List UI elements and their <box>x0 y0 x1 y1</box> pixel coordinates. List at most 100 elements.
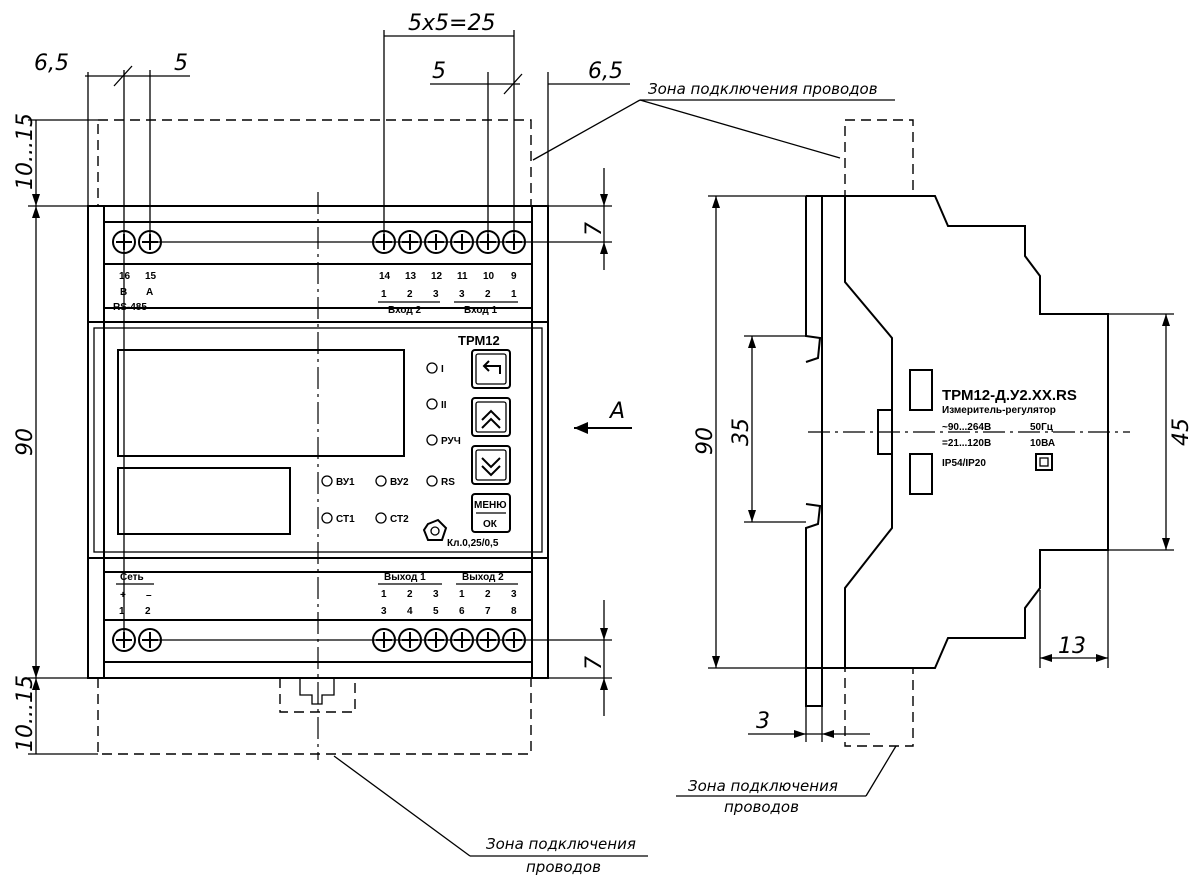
return-icon <box>482 360 501 374</box>
bottom-wire-zone <box>97 677 532 755</box>
terminal-sublabel: 2 <box>407 289 413 300</box>
up-button[interactable] <box>471 397 511 437</box>
side-label-ac: ~90...264В <box>942 422 991 433</box>
side-zone-note-line1: Зона подключения <box>688 777 838 795</box>
terminal-number: 16 <box>119 271 131 282</box>
double-down-icon <box>481 457 501 477</box>
terminal-sublabel: 3 <box>433 289 439 300</box>
svg-text:1: 1 <box>459 589 465 600</box>
dim-height: 90 <box>13 428 38 456</box>
side-dim-thickness: 3 <box>756 709 770 734</box>
zone-note-top: Зона подключения проводов <box>648 80 878 98</box>
double-insulation-icon <box>1035 453 1053 471</box>
svg-text:5: 5 <box>433 606 439 617</box>
side-top-wire-zone <box>844 119 914 197</box>
power-plus: + <box>120 590 126 601</box>
terminal-number: 12 <box>431 271 443 282</box>
dim-top-clearance: 7 <box>582 222 607 236</box>
svg-text:1: 1 <box>381 589 387 600</box>
dim-right-pitch: 6,5 <box>588 59 623 84</box>
terminal-number: 13 <box>405 271 417 282</box>
double-up-icon <box>481 409 501 429</box>
side-view: Зона подключения проводов ТРМ12-Д.У2.XX.… <box>648 80 1194 816</box>
terminal-sublabel: 3 <box>459 289 465 300</box>
terminal-number: 15 <box>145 271 157 282</box>
certification-mark-icon <box>422 518 448 541</box>
led-label-st2: СТ2 <box>390 514 409 525</box>
led-label-vu2: ВУ2 <box>390 477 409 488</box>
dim-bottom-clearance: 7 <box>582 656 607 670</box>
dim-top-span: 5x5=25 <box>408 11 495 36</box>
menu-ok-button[interactable]: МЕНЮ ОК <box>471 493 511 533</box>
upper-display <box>117 349 405 457</box>
front-view: 16 15 14 13 12 11 10 9 B A 1 2 3 3 2 1 R… <box>13 11 895 876</box>
zone-note-bottom-line1: Зона подключения <box>486 835 636 853</box>
input2-label: Вход 2 <box>388 305 422 316</box>
terminal-sublabel: A <box>146 287 153 298</box>
rs485-label: RS-485 <box>113 302 147 313</box>
power-label: Сеть <box>120 572 144 583</box>
terminal-number: 9 <box>511 271 517 282</box>
side-dim-height: 90 <box>693 427 718 455</box>
output1-label: Выход 1 <box>384 572 426 583</box>
output2-label: Выход 2 <box>462 572 504 583</box>
svg-text:2: 2 <box>407 589 413 600</box>
terminal-sublabel: 1 <box>511 289 517 300</box>
dim-bottom-zone: 10...15 <box>13 675 38 752</box>
side-dim-rail: 35 <box>729 418 754 446</box>
model-label: ТРМ12 <box>458 333 500 348</box>
terminal-sublabel: 2 <box>485 289 491 300</box>
led-label-vu1: ВУ1 <box>336 477 355 488</box>
output-sublabels: 1 2 3 1 2 3 <box>381 589 517 600</box>
side-zone-note-line2: проводов <box>724 798 799 816</box>
svg-text:2: 2 <box>485 589 491 600</box>
side-label-ip: IP54/IP20 <box>942 458 986 469</box>
ok-label: ОК <box>483 519 498 530</box>
power-terminal-1: 1 <box>119 606 125 617</box>
side-dim-depth: 13 <box>1058 634 1086 659</box>
side-dim-body: 45 <box>1169 418 1194 446</box>
svg-text:4: 4 <box>407 606 413 617</box>
svg-text:8: 8 <box>511 606 517 617</box>
side-window-top <box>909 369 933 411</box>
side-label-freq: 50Гц <box>1030 422 1054 433</box>
led-label-i: I <box>441 364 444 375</box>
accuracy-label: Кл.0,25/0,5 <box>447 538 499 549</box>
led-label-st1: СТ1 <box>336 514 355 525</box>
power-minus: – <box>146 590 152 601</box>
dim-left-spacing: 5 <box>174 51 188 76</box>
svg-text:3: 3 <box>511 589 517 600</box>
led-label-rs: RS <box>441 477 455 488</box>
lower-display <box>117 467 291 535</box>
top-terminal-numbers: 16 15 14 13 12 11 10 9 <box>119 271 517 282</box>
zone-note-bottom-line2: проводов <box>526 858 601 876</box>
indicator-leds: I II РУЧ ВУ1 ВУ2 RS СТ1 СТ2 <box>321 362 461 525</box>
menu-label: МЕНЮ <box>474 500 507 511</box>
down-button[interactable] <box>471 445 511 485</box>
led-label-ii: II <box>441 400 447 411</box>
bottom-terminal-numbers: 3 4 5 6 7 8 <box>381 606 517 617</box>
svg-text:6: 6 <box>459 606 465 617</box>
power-terminal-2: 2 <box>145 606 151 617</box>
svg-text:7: 7 <box>485 606 491 617</box>
terminal-sublabel: 1 <box>381 289 387 300</box>
terminal-number: 14 <box>379 271 391 282</box>
terminal-number: 10 <box>483 271 495 282</box>
side-window-bottom <box>909 453 933 495</box>
input1-label: Вход 1 <box>464 305 498 316</box>
dim-top-zone: 10...15 <box>13 113 38 190</box>
svg-text:3: 3 <box>433 589 439 600</box>
dim-right-spacing: 5 <box>432 59 446 84</box>
top-wire-zone <box>97 119 532 207</box>
side-label-dc: =21...120В <box>942 438 991 449</box>
led-label-manual: РУЧ <box>441 436 461 447</box>
terminal-number: 11 <box>457 271 468 282</box>
back-button[interactable] <box>471 349 511 389</box>
svg-text:3: 3 <box>381 606 387 617</box>
side-label-model: ТРМ12-Д.У2.XX.RS <box>942 387 1077 404</box>
view-arrow-label: A <box>608 399 625 424</box>
dim-left-pitch: 6,5 <box>34 51 69 76</box>
side-label-current: 10ВА <box>1030 438 1055 449</box>
